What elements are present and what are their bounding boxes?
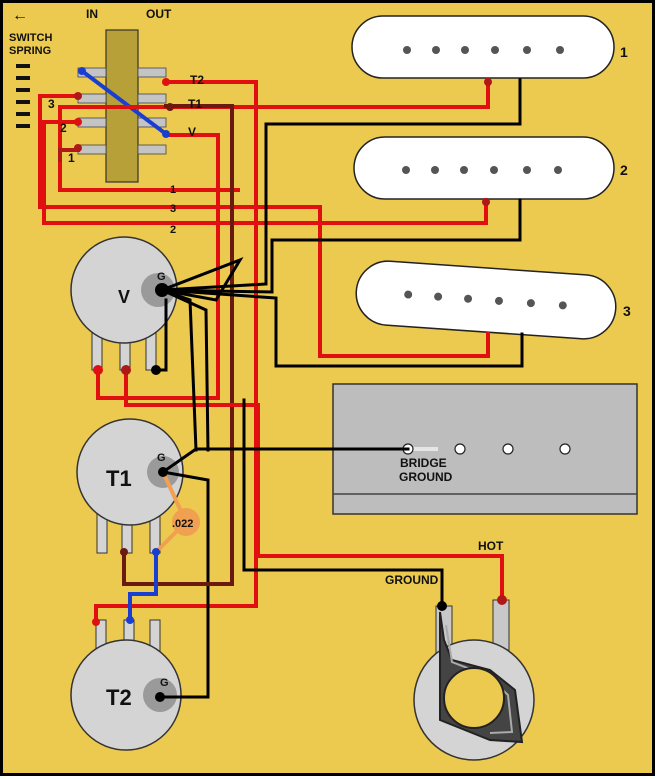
switch-spring-label-1: SWITCH [9,32,52,44]
tone-2-pot-label: T2 [106,685,132,710]
wire-3-label: 3 [170,203,176,215]
switch-spring-label-2: SPRING [9,45,51,57]
solder-points [74,67,507,702]
t1-lug-label: T1 [188,97,202,111]
tone-blue-wire [128,550,158,622]
volume-ground-label: G [157,271,166,283]
hot-label: HOT [478,539,504,553]
ground-fan-1 [160,257,244,302]
out-label: OUT [146,7,172,21]
lug-3-label: 3 [48,97,55,111]
ground-fan-3 [160,288,210,452]
arrow-label: ← [12,7,28,24]
pickup-3-ground-wire [160,288,524,368]
tone-1-pot [76,418,184,554]
switch-t2-wire [94,80,258,624]
bridge-ground-wire [160,447,410,475]
pickup-1-label: 1 [620,44,628,60]
tone-2-ground-label: G [160,677,169,689]
pickup-2 [353,136,615,200]
switch-return-wire [58,148,80,162]
pickup-2-label: 2 [620,162,628,178]
switch-spring [16,64,30,128]
v-lug-label: V [188,125,196,139]
bridge-ground-label-1: BRIDGE [400,456,447,470]
tone-1-pot-label: T1 [106,466,132,491]
wire-1-label: 1 [170,184,176,196]
ground-label: GROUND [385,573,439,587]
tone-1-ground-label: G [157,452,166,464]
switch-v-wire [96,133,220,400]
pickup-1-ground-wire [160,78,522,292]
wire-2-label: 2 [170,224,176,236]
pickup-2-ground-wire [160,198,522,294]
pickup-3-label: 3 [623,303,631,319]
in-label: IN [86,7,98,21]
pickup-1 [351,15,615,79]
bridge-ground-label-2: GROUND [399,470,453,484]
pickup-3-hot-wire [38,94,490,358]
volume-pot-label: V [118,287,130,307]
lug-2-label: 2 [60,121,67,135]
output-jack [413,599,535,761]
volume-to-jack-hot-wire [124,368,504,602]
pickup-1-hot-wire [58,78,490,192]
t2-lug-label: T2 [190,73,204,87]
lug-1-label: 1 [68,151,75,165]
capacitor [154,471,200,554]
blue-jumper-wire [79,68,169,137]
capacitor-label: .022 [172,518,193,530]
pickup-3 [355,260,617,340]
pickup-2-hot-wire [42,120,488,225]
jack-ground-wire [242,398,444,608]
tone-ground-wire [158,470,210,699]
tone-2-pot [70,619,182,751]
tone-1-brown-wire [122,550,234,586]
